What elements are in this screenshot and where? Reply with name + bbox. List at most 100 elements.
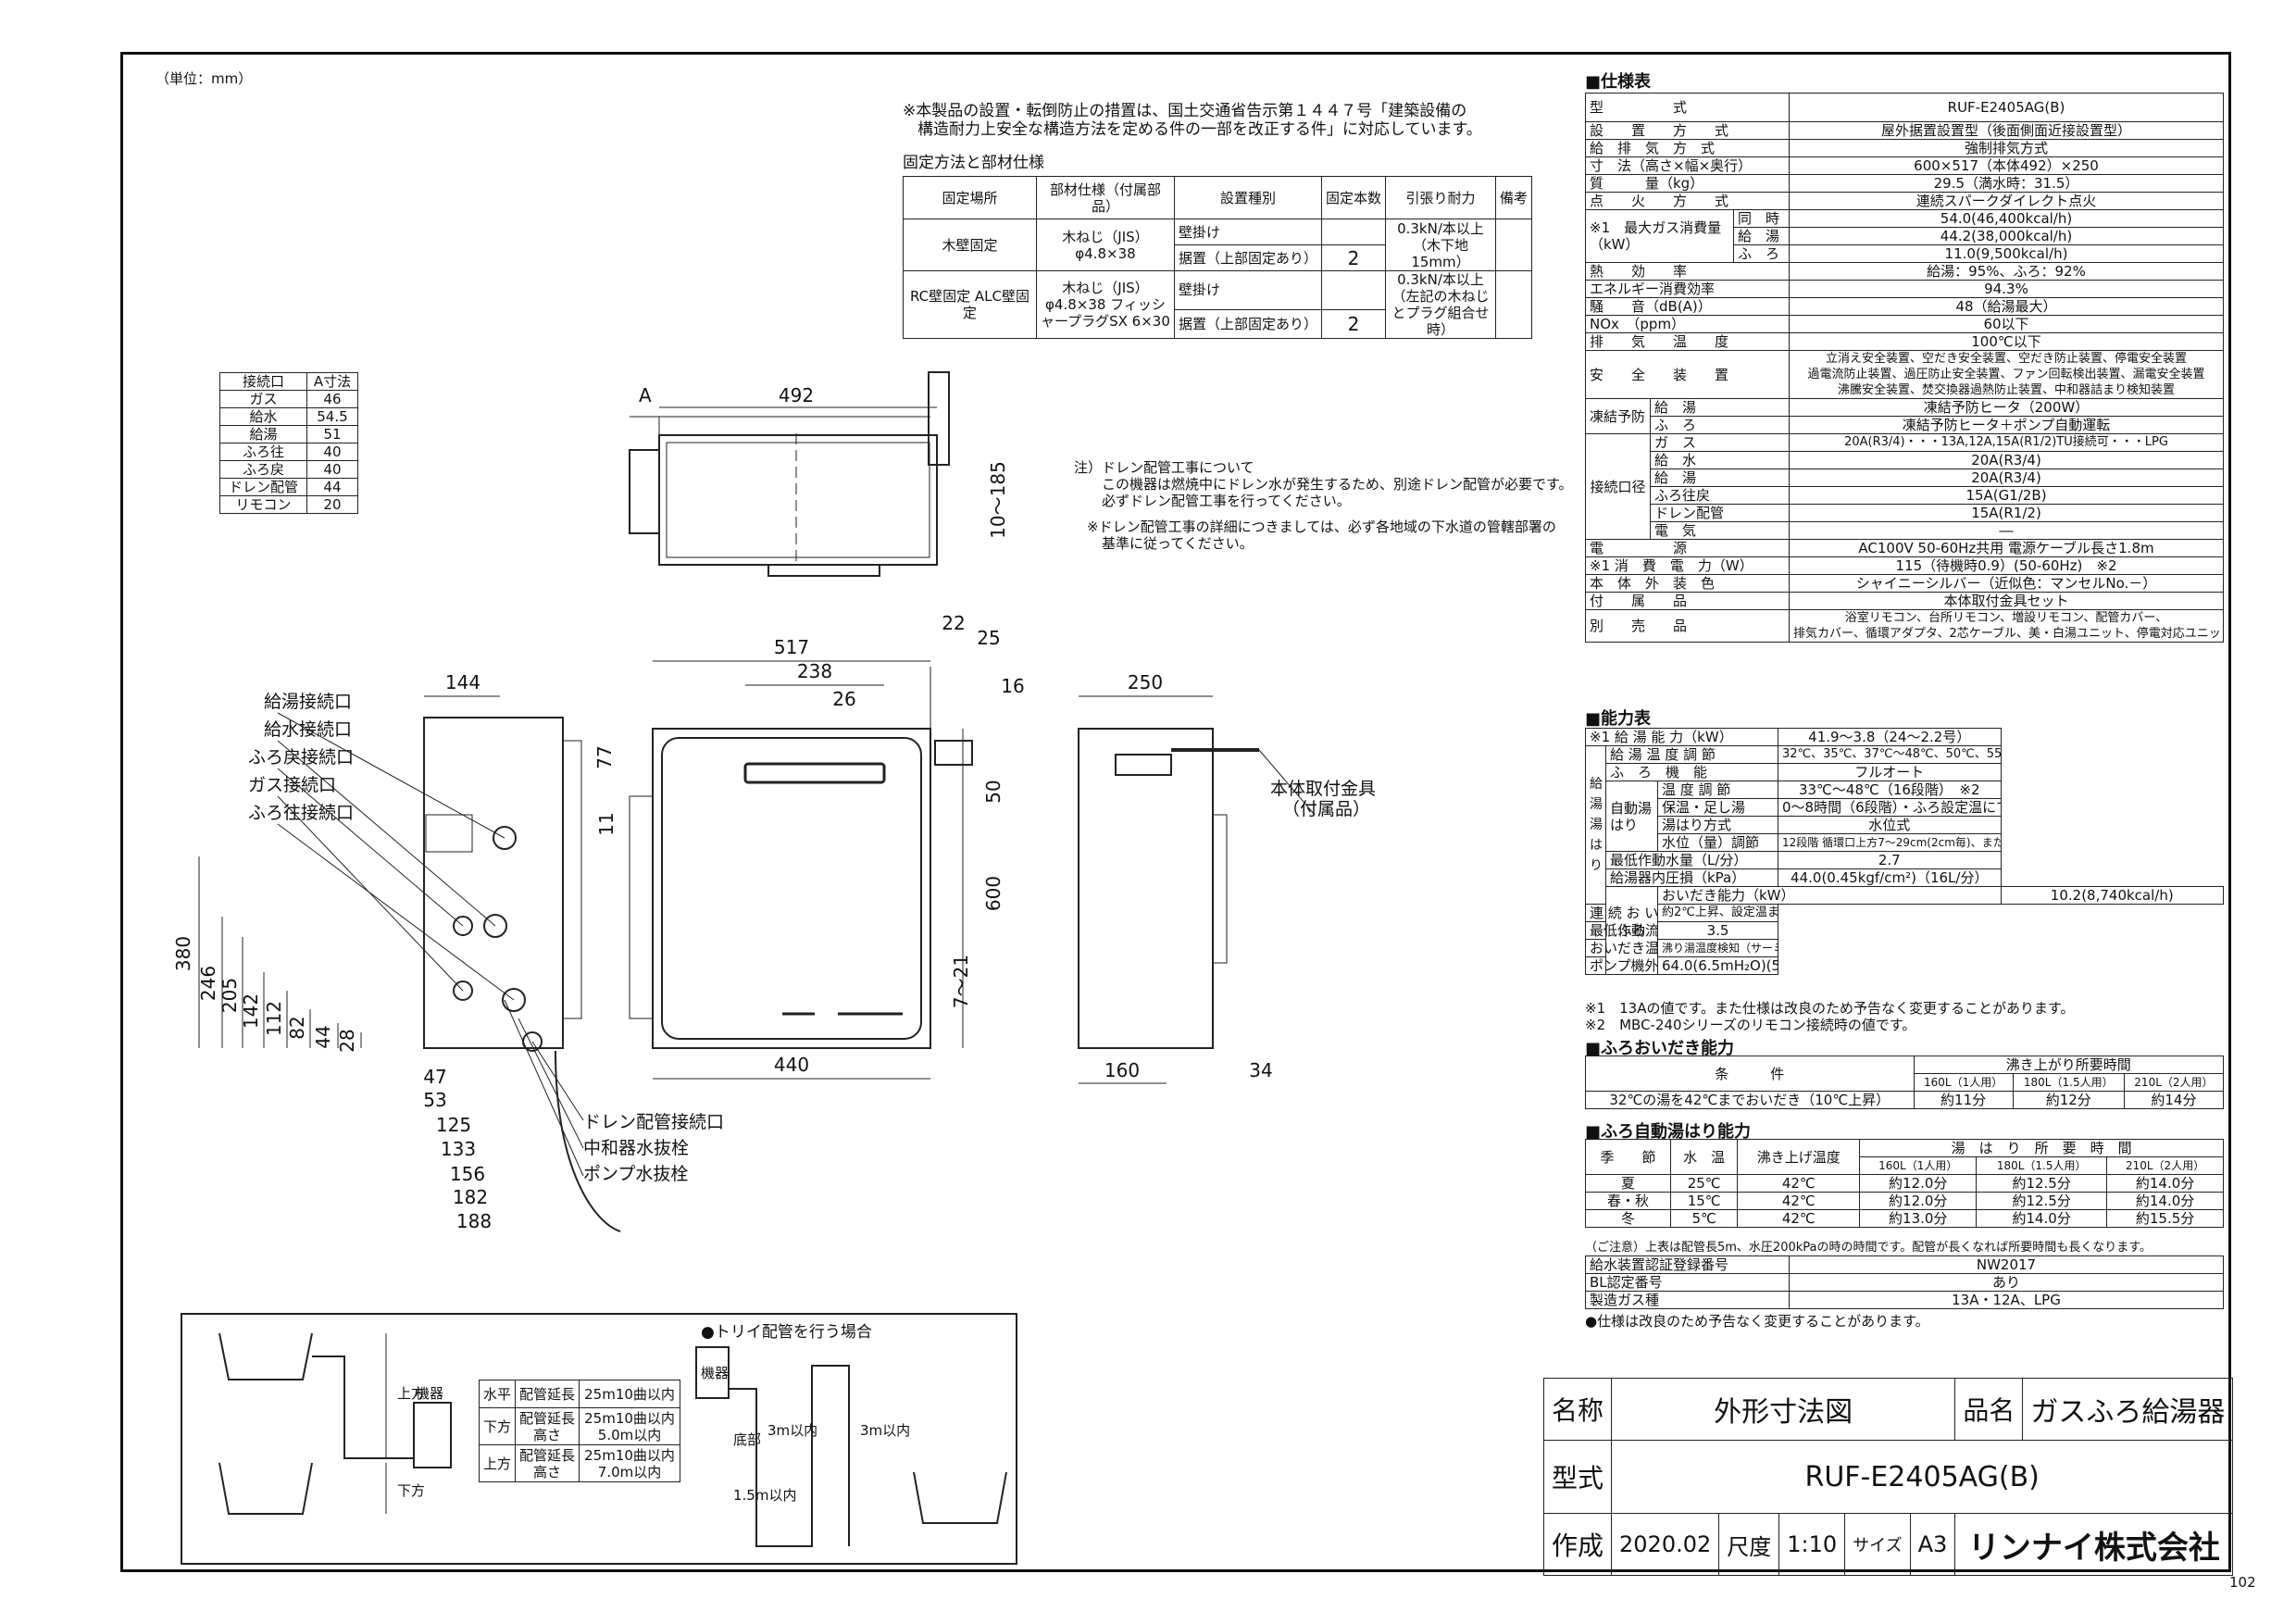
- perf-value: 3.5: [1656, 921, 1779, 940]
- oidaki-header: 210L（2人用）: [2123, 1073, 2225, 1092]
- dim-text: 182: [453, 1186, 488, 1208]
- perf-value: 10.2(8,740kcal/h): [2000, 886, 2224, 905]
- spec-value: 本体取付金具セット: [1789, 592, 2224, 610]
- conn-cell: ドレン配管: [219, 478, 307, 496]
- perf-label: 保温・足し湯: [1656, 798, 1779, 817]
- cert-label: 製造ガス種: [1585, 1291, 1790, 1309]
- perf-label: ※1 給 湯 能 力（kW）: [1584, 728, 1779, 746]
- fix-cell: [1494, 270, 1533, 339]
- callout-label: 給湯接続口: [264, 692, 352, 712]
- dim-text: 22: [942, 612, 965, 634]
- spec-label: 給 湯: [1649, 468, 1791, 487]
- spec-label: 寸 法（高さ×幅×奥行）: [1584, 156, 1791, 175]
- dim-text: 44: [312, 1025, 334, 1048]
- conn-cell: 54.5: [306, 407, 359, 426]
- dim-text: 10～185: [987, 461, 1009, 539]
- spec-label: 凍結予防: [1585, 398, 1651, 434]
- perf-value: 沸り湯温度検知（サーミスタ）ON-OFF制御 33℃～48℃（16段階） ※2: [1656, 939, 1779, 957]
- auto-cell: 約15.5分: [2106, 1209, 2224, 1228]
- spec-label: 接続口径: [1585, 433, 1651, 540]
- spec-label: 給 湯: [1649, 398, 1791, 417]
- piping-cell: 下方: [478, 1407, 517, 1445]
- callout-label: ガス接続口: [248, 775, 336, 795]
- fix-cell: 2: [1320, 308, 1386, 340]
- dim-text: 156: [450, 1163, 485, 1185]
- spec-label: 安 全 装 置: [1584, 350, 1791, 399]
- fix-header: 固定場所: [903, 176, 1037, 219]
- perf-value: 64.0(6.5mH₂O)(5L/分)(50-60Hz): [1656, 956, 1779, 975]
- callout-label: ふろ往接続口: [248, 803, 354, 823]
- piping-label: 3m以内: [767, 1422, 817, 1439]
- perf-label: 自動湯はり: [1605, 781, 1658, 852]
- notes: ※1 13Aの値です。また仕様は改良のため予告なく変更することがあります。※2 …: [1585, 1000, 2075, 1033]
- dim-text: 492: [779, 384, 814, 406]
- dim-text: 26: [832, 688, 855, 710]
- title-label: サイズ: [1844, 1513, 1911, 1576]
- auto-cell: 約12.5分: [1976, 1192, 2108, 1210]
- auto-header: 160L（1人用）: [1859, 1156, 1978, 1175]
- fix-cell: 壁掛け: [1173, 270, 1322, 310]
- dim-text: 34: [1249, 1059, 1272, 1081]
- cert-note: ●仕様は改良のため予告なく変更することがあります。: [1585, 1313, 1929, 1330]
- piping-cell: 25m10曲以内: [579, 1380, 681, 1408]
- conn-cell: 46: [306, 390, 359, 408]
- spec-label: 電 源: [1584, 539, 1791, 557]
- spec-value: 54.0(46,400kcal/h): [1789, 209, 2224, 228]
- spec-value: 強制排気方式: [1789, 139, 2224, 157]
- fix-table-title: 固定方法と部材仕様: [903, 154, 1044, 172]
- perf-label: ふ ろ 機 能: [1604, 763, 1779, 781]
- auto-cell: 42℃: [1737, 1209, 1861, 1228]
- perf-label: 給 湯 温 度 調 節: [1604, 745, 1779, 764]
- auto-cell: 15℃: [1670, 1192, 1739, 1210]
- spec-value: 20A(R3/4)・・・13A,12A,15A(R1/2)TU接続可・・・LPG: [1789, 433, 2224, 452]
- perf-label: おいだき温度調節: [1585, 939, 1658, 957]
- cert-value: NW2017: [1789, 1255, 2224, 1274]
- spec-label: ふ ろ: [1649, 416, 1791, 434]
- auto-header: 沸き上げ温度: [1737, 1139, 1861, 1175]
- drawing-frame: [120, 52, 2231, 1572]
- perf-label: 最低作動流量（L/分）: [1585, 921, 1658, 940]
- spec-label: 給 水: [1649, 451, 1791, 469]
- spec-value: 100℃以下: [1789, 332, 2224, 351]
- spec-value: 15A(G1/2B): [1789, 486, 2224, 505]
- spec-value: 給湯：95%、ふろ：92%: [1789, 262, 2224, 281]
- conn-cell: ふろ戻: [219, 460, 307, 479]
- perf-label: ポンプ機外揚程（kPa）: [1585, 956, 1658, 975]
- piping-cell: 25m10曲以内 5.0m以内: [579, 1407, 681, 1445]
- conn-cell: 51: [306, 425, 359, 443]
- spec-value: 60以下: [1789, 315, 2224, 333]
- callout-label: 本体取付金具: [1270, 779, 1376, 799]
- conn-header: A寸法: [306, 372, 359, 391]
- spec-label: 騒 音（dB(A)）: [1584, 297, 1791, 316]
- piping-cell: 配管延長 高さ: [515, 1407, 580, 1445]
- piping-box: ●トリイ配管を行う場合 機器 機器 上方 下方 底部 1.5m以内 3m以内 3…: [181, 1313, 1017, 1565]
- auto-cell: 42℃: [1737, 1192, 1861, 1210]
- dim-text: 82: [286, 1016, 308, 1039]
- auto-note: （ご注意）上表は配管長5m、水圧200kPaの時の時間です。配管が長くなれば所要…: [1585, 1241, 2152, 1255]
- spec-label: 付 属 品: [1584, 592, 1791, 610]
- title-size: A3: [1909, 1513, 1956, 1576]
- callout-label: 給水接続口: [264, 719, 352, 740]
- dim-text: 25: [977, 627, 1000, 649]
- title-product: ガスふろ給湯器: [2022, 1378, 2234, 1441]
- dim-text: 53: [423, 1089, 446, 1111]
- dim-text: 600: [982, 876, 1004, 911]
- fix-cell: 据置（上部固定あり）: [1173, 308, 1322, 340]
- fix-cell: 0.3kN/本以上（木下地15mm）: [1384, 219, 1496, 271]
- dim-text: 28: [336, 1029, 358, 1052]
- cert-value: 13A・12A、LPG: [1789, 1291, 2224, 1309]
- spec-value: 600×517（本体492）×250: [1789, 156, 2224, 175]
- spec-label: 給 排 気 方 式: [1584, 139, 1791, 157]
- callout-label: 中和器水抜栓: [583, 1138, 689, 1158]
- spec-value: 凍結予防ヒータ＋ポンプ自動運転: [1789, 416, 2224, 434]
- spec-label: 点 火 方 式: [1584, 192, 1791, 210]
- dim-text: 246: [197, 966, 219, 1001]
- oidaki-table: 条 件沸き上がり所要時間 160L（1人用）180L（1.5人用）210L（2人…: [1585, 1056, 2225, 1109]
- spec-value: 11.0(9,500kcal/h): [1789, 244, 2224, 263]
- auto-cell: 約12.5分: [1976, 1174, 2108, 1193]
- fix-cell: 木ねじ（JIS）φ4.8×38: [1035, 219, 1175, 271]
- spec-value: 44.2(38,000kcal/h): [1789, 227, 2224, 245]
